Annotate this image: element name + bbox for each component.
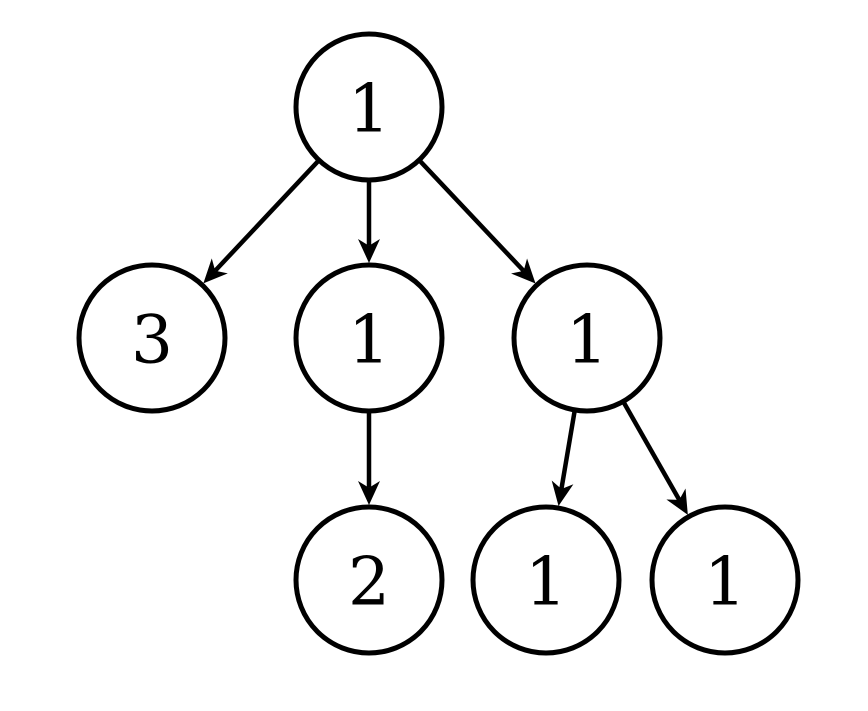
node-label: 2	[348, 544, 390, 621]
node-circle	[293, 262, 445, 414]
edge-root-to-right	[417, 158, 536, 284]
node-label: 3	[131, 302, 173, 379]
arrowhead-icon	[551, 480, 574, 507]
node-circle	[511, 262, 663, 414]
arrowhead-icon	[203, 258, 228, 284]
edge-line	[417, 158, 526, 273]
edge-right-to-right-child-b	[621, 400, 688, 515]
node-left: 3	[76, 262, 228, 414]
arrowhead-icon	[358, 239, 380, 263]
node-circle	[649, 504, 801, 656]
edge-right-to-right-child-a	[551, 409, 578, 507]
edge-root-to-middle	[358, 180, 380, 263]
node-circle	[293, 31, 445, 183]
node-middle-child: 2	[293, 504, 445, 656]
node-label: 1	[348, 71, 390, 148]
node-circle	[76, 262, 228, 414]
edge-middle-to-middle-child	[358, 411, 380, 505]
node-label: 1	[525, 544, 567, 621]
node-right-child-a: 1	[470, 504, 622, 656]
node-root: 1	[293, 31, 445, 183]
edge-line	[559, 409, 578, 490]
node-label: 1	[348, 302, 390, 379]
arrowhead-icon	[358, 481, 380, 505]
arrowhead-icon	[666, 488, 688, 515]
edge-line	[621, 400, 682, 501]
nodes-layer: 1 3 1 1 2 1 1	[76, 31, 801, 656]
node-circle	[293, 504, 445, 656]
node-middle: 1	[293, 262, 445, 414]
edge-line	[213, 158, 321, 273]
edges-layer	[203, 158, 688, 515]
arrowhead-icon	[511, 258, 536, 284]
node-label: 1	[566, 302, 608, 379]
node-right: 1	[511, 262, 663, 414]
node-right-child-b: 1	[649, 504, 801, 656]
edge-root-to-left	[203, 158, 321, 284]
node-label: 1	[704, 544, 746, 621]
node-circle	[470, 504, 622, 656]
